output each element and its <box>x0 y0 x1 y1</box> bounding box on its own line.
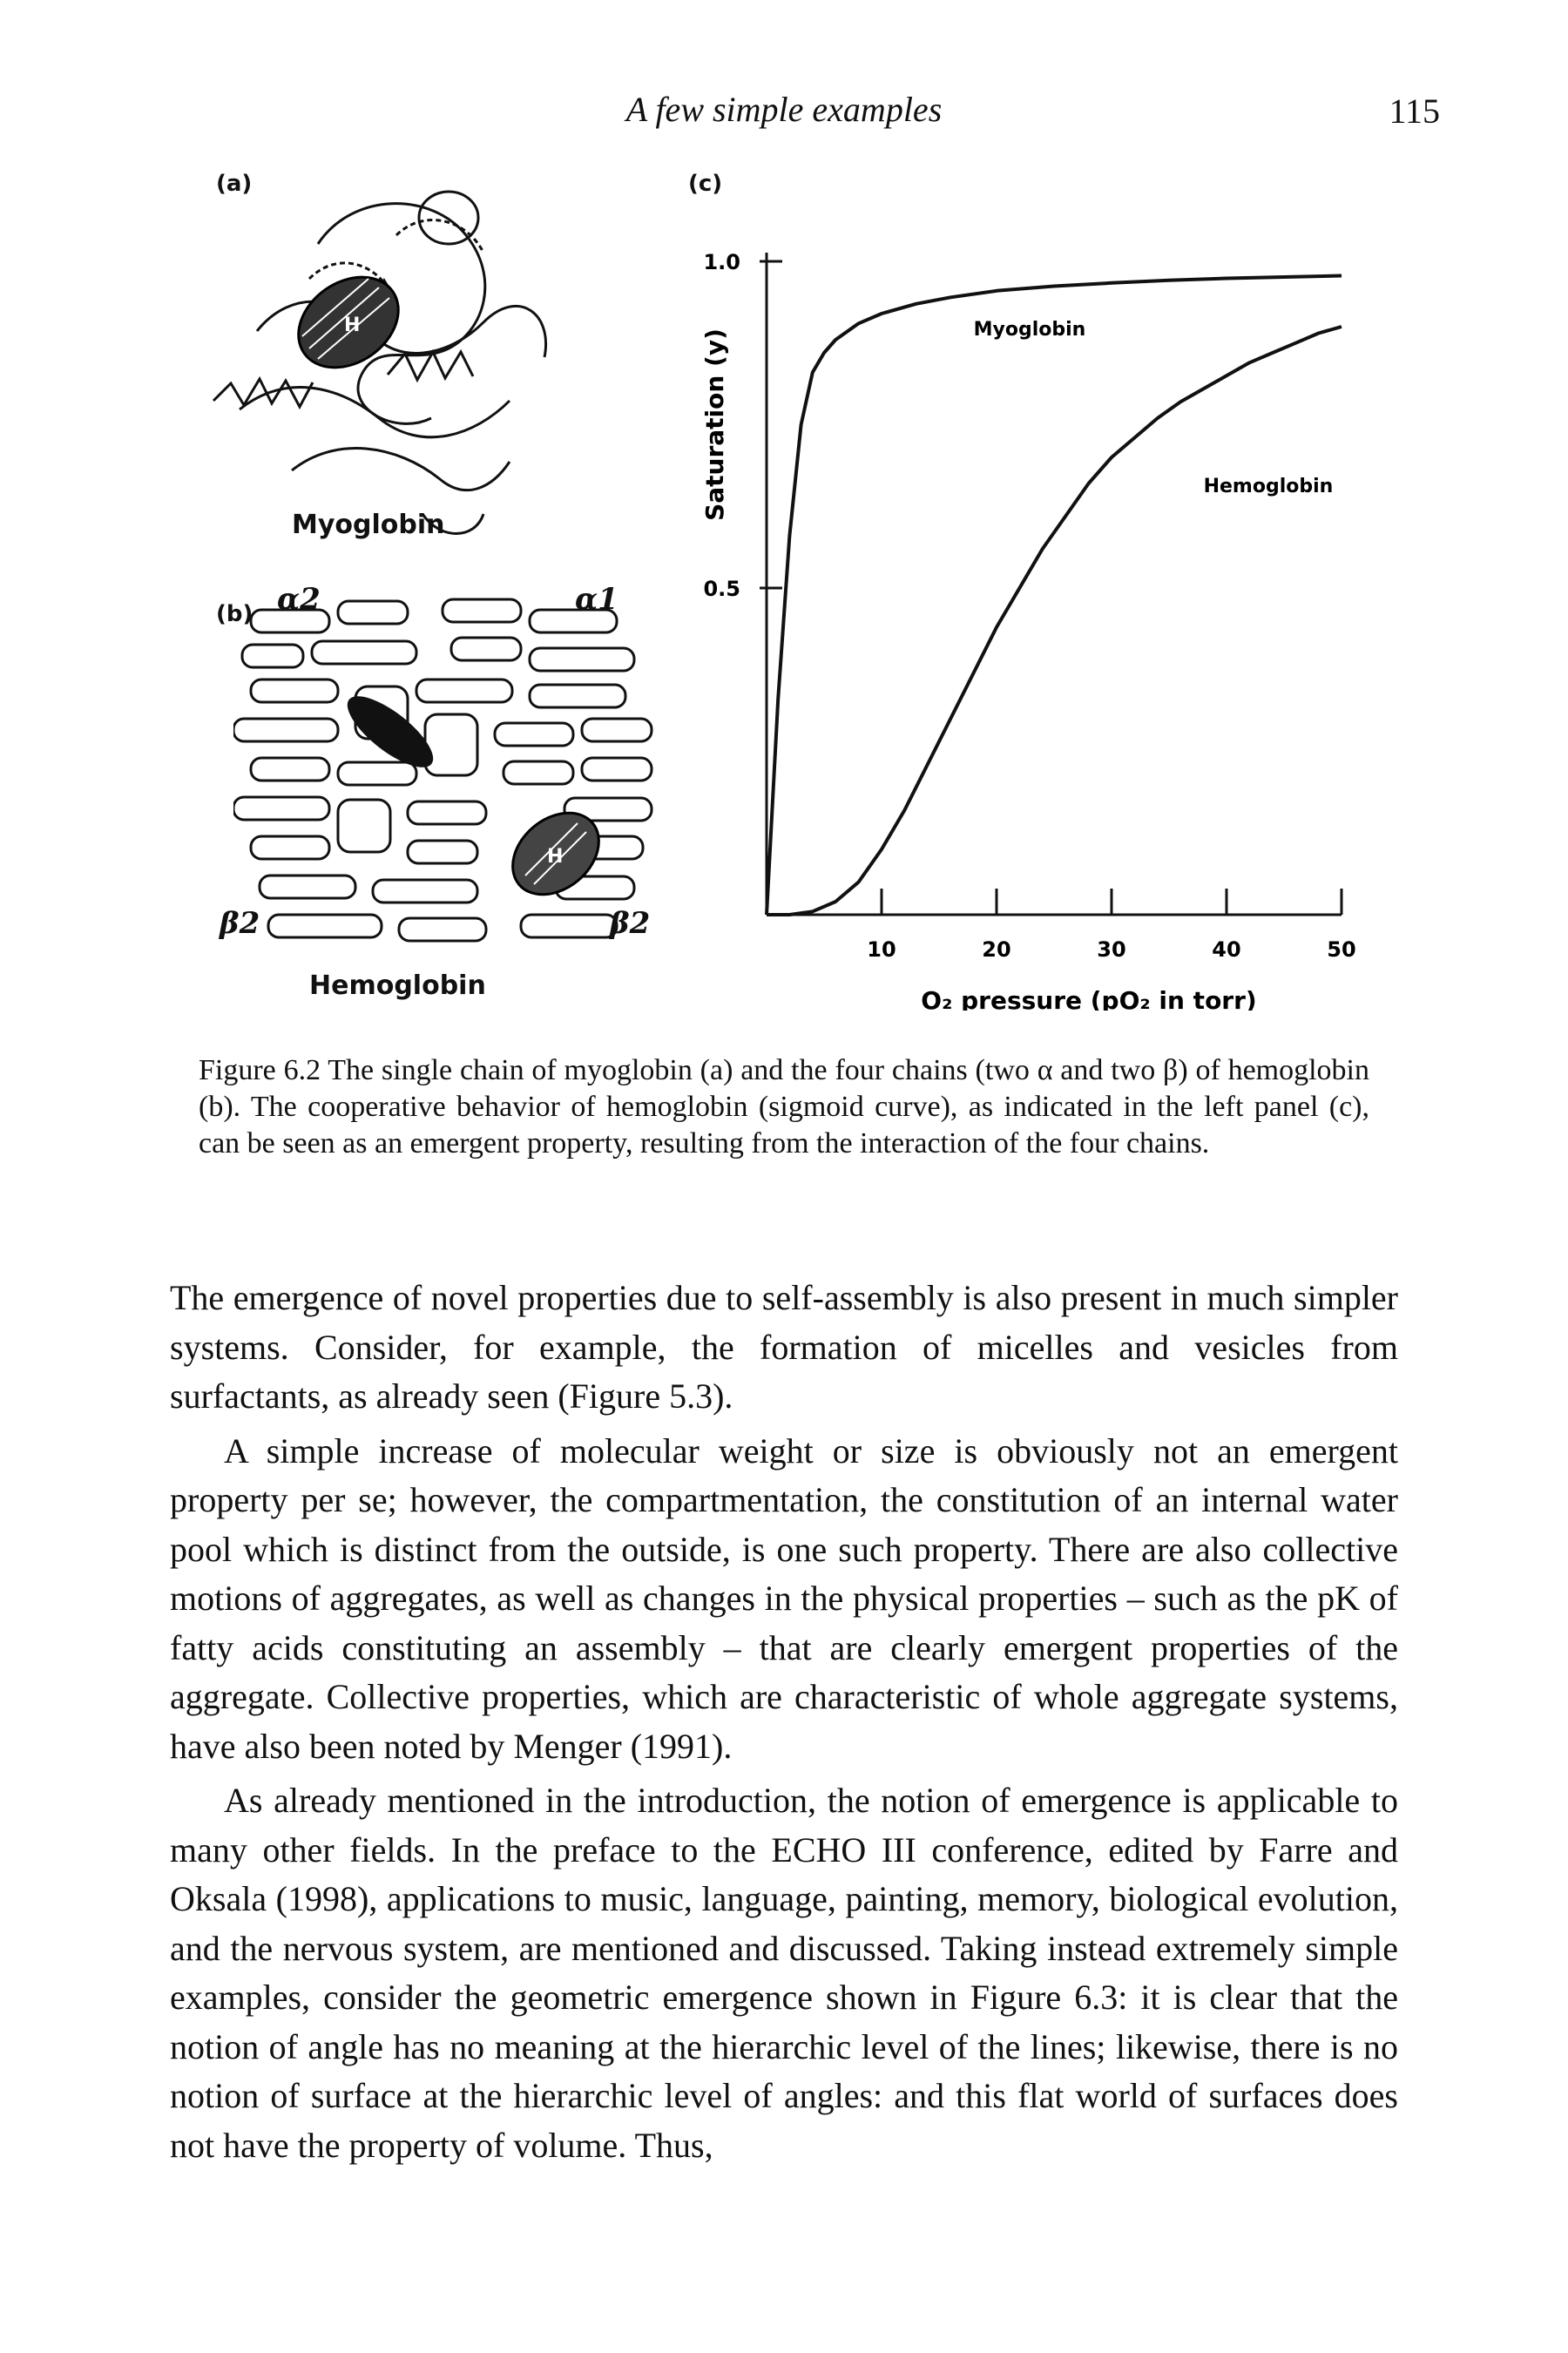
x-tick-label: 20 <box>982 937 1010 962</box>
svg-text:H: H <box>547 846 563 868</box>
x-tick-label: 50 <box>1327 937 1355 962</box>
chain-label-alpha2: α2 <box>277 582 321 617</box>
chain-label-alpha1: α1 <box>575 582 618 617</box>
paragraph: The emergence of novel properties due to… <box>170 1278 1398 1416</box>
series-line-myoglobin <box>765 274 1342 916</box>
panel-c-label: (c) <box>688 171 723 197</box>
hemoglobin-label: Hemoglobin <box>309 970 486 1001</box>
figure-caption: Figure 6.2 The single chain of myoglobin… <box>199 1054 1369 1160</box>
panel-a-label: (a) <box>216 171 253 197</box>
myoglobin-structure-image: H <box>212 190 547 535</box>
saturation-chart: 0.5 1.0 10 20 30 40 50 O₂ pressure (pO₂ in torr… <box>700 250 1356 1011</box>
y-tick-label: 0.5 <box>703 577 740 601</box>
y-tick-label: 1.0 <box>703 250 740 274</box>
chain-label-beta2-left: β2 <box>220 906 260 941</box>
hemoglobin-structure-image: H <box>233 598 653 943</box>
page-number: 115 <box>1389 91 1440 131</box>
svg-text:H: H <box>344 314 360 336</box>
running-head: A few simple examples 115 <box>0 89 1568 141</box>
paragraph: As already mentioned in the introduction… <box>170 1781 1398 2165</box>
running-title: A few simple examples <box>625 90 943 129</box>
paragraph: A simple increase of molecular weight or… <box>170 1430 1398 1766</box>
figure-6-2: (a) H Myoglobin (b) <box>0 0 1568 1160</box>
body-text: The emergence of novel properties due to… <box>170 1274 1398 2170</box>
x-tick-label: 40 <box>1212 937 1240 962</box>
series-label-myoglobin: Myoglobin <box>974 319 1086 341</box>
series-label-hemoglobin: Hemoglobin <box>1204 476 1334 497</box>
chain-label-beta2-right: β2 <box>610 906 651 941</box>
panel-b-label: (b) <box>216 601 253 627</box>
series-line-hemoglobin <box>767 325 1342 916</box>
myoglobin-label: Myoglobin <box>292 510 445 540</box>
x-axis-label: O₂ pressure (pO₂ in torr) <box>921 986 1256 1011</box>
y-axis-label: Saturation (y) <box>700 328 729 521</box>
x-tick-label: 10 <box>867 937 896 962</box>
x-tick-label: 30 <box>1097 937 1125 962</box>
